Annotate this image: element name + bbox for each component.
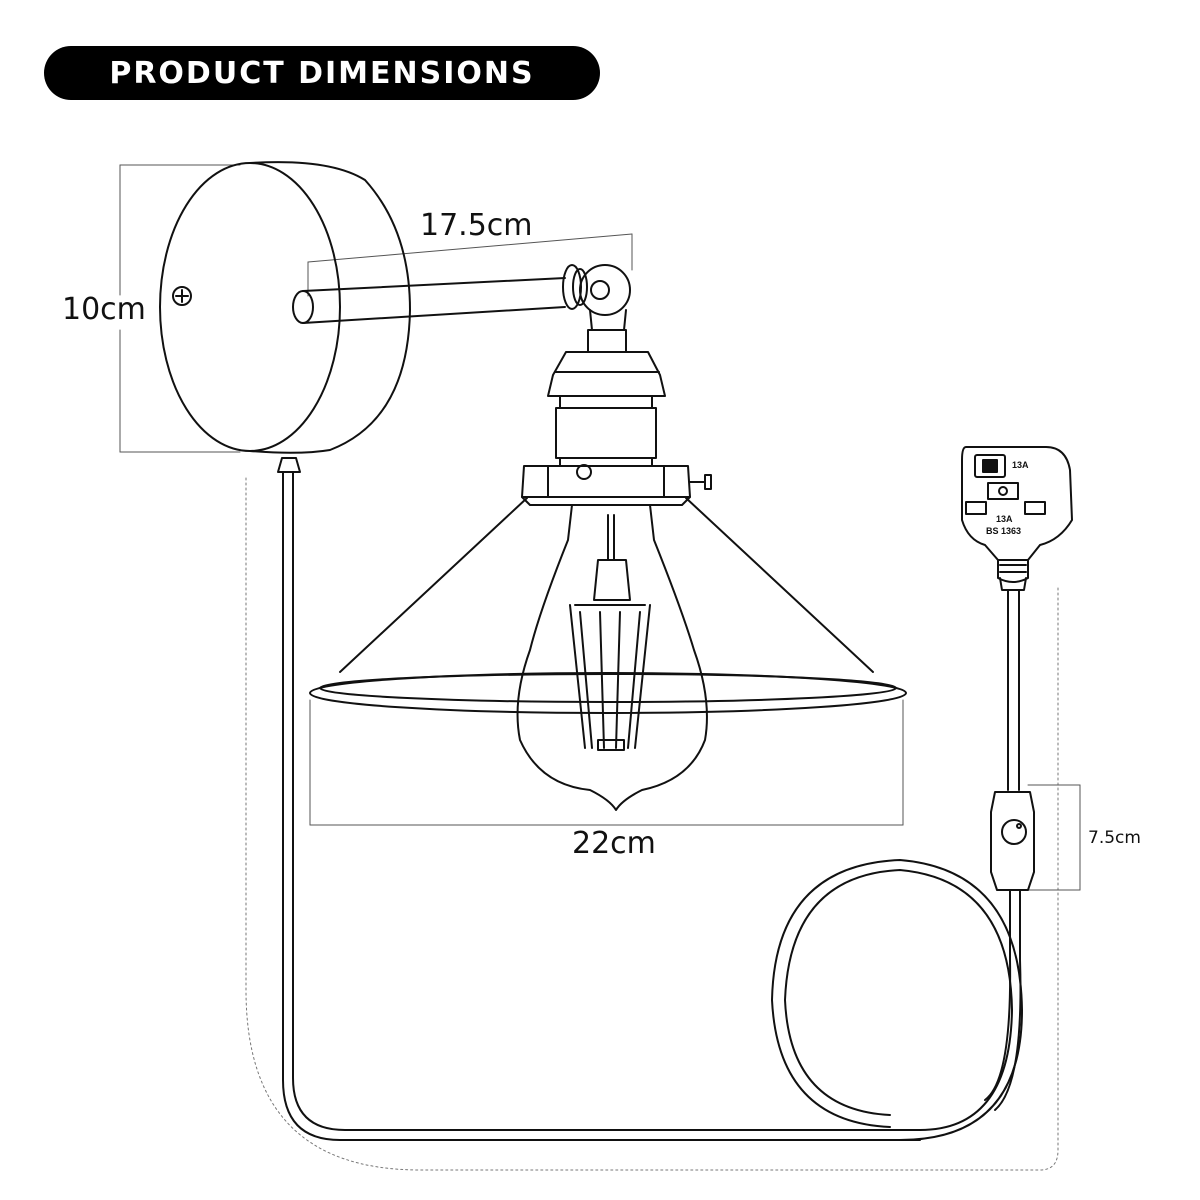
plug-fuse-rating: 13A — [1012, 460, 1029, 470]
lamp-holder — [521, 351, 712, 506]
shade — [309, 497, 907, 714]
arm-length-label: 17.5cm — [420, 208, 533, 243]
title-banner: PRODUCT DIMENSIONS — [44, 46, 600, 100]
shade-diameter-label: 22cm — [572, 826, 656, 861]
uk-plug — [961, 446, 1073, 591]
bulb — [516, 504, 708, 811]
dotted-outline — [245, 477, 1059, 1171]
shade-dimension-guide — [309, 699, 904, 826]
switch-dimension-guide — [1027, 784, 1081, 891]
switch-length-label: 7.5cm — [1088, 828, 1141, 848]
height-dimension-label: 10cm — [62, 292, 146, 327]
plug-standard: BS 1363 — [986, 526, 1022, 536]
plug-pin-rating: 13A — [996, 514, 1013, 524]
arm-dimension-guide — [307, 233, 633, 297]
page-title: PRODUCT DIMENSIONS — [109, 55, 535, 91]
backplate — [159, 161, 411, 454]
height-dimension-guide — [119, 164, 241, 453]
cable — [277, 457, 1023, 1141]
arm — [292, 264, 631, 353]
dimmer-switch — [990, 791, 1035, 891]
